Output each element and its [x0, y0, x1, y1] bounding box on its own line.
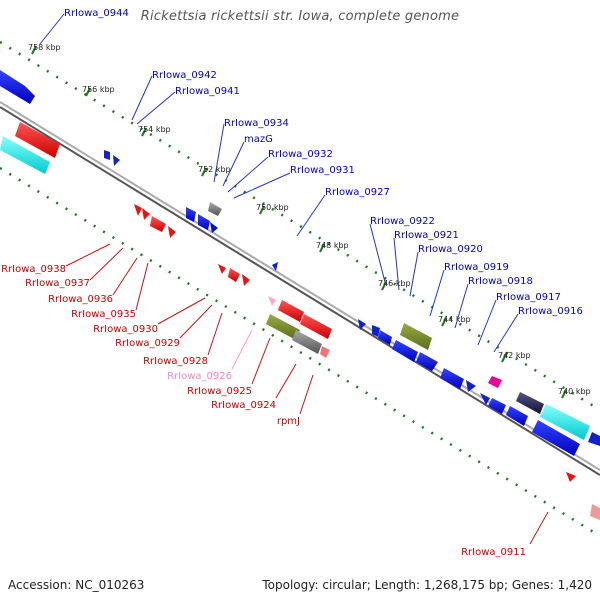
- gene-label: RrIowa_0942: [152, 70, 217, 81]
- gene-arrow: [372, 325, 380, 337]
- accession-label: Accession: NC_010263: [8, 578, 145, 592]
- tick-mark: [259, 205, 265, 215]
- gene-arrow: [198, 214, 210, 230]
- gene-arrow: [300, 314, 332, 339]
- gene-arrow: [186, 207, 196, 222]
- tick-label: 754 kbp: [138, 125, 171, 134]
- gene-arrow: [150, 216, 166, 232]
- gene-arrow: [320, 346, 330, 358]
- gene-label: RrIowa_0931: [290, 165, 355, 176]
- scale-ticks: 758 kbp 756 kbp 754 kbp 752 kbp 750 kbp 748 k…: [28, 43, 591, 399]
- gene-arrow: [210, 222, 218, 233]
- tick-label: 744 kbp: [438, 315, 471, 324]
- gene-arrow: [590, 504, 600, 520]
- gene-arrow: [516, 392, 544, 414]
- gene-label: RrIowa_0941: [175, 86, 240, 97]
- gene-label: RrIowa_0911: [461, 547, 526, 558]
- gene-arrow: [392, 340, 418, 362]
- tick-label: 758 kbp: [28, 43, 61, 52]
- gene-label: RrIowa_0921: [394, 230, 459, 241]
- gene-label: RrIowa_0926: [167, 371, 232, 382]
- forward-genes-outer: [0, 70, 600, 456]
- gene-arrow: [416, 352, 438, 371]
- gene-arrow: [506, 406, 528, 426]
- tick-mark: [85, 87, 91, 97]
- gene-arrow: [358, 319, 366, 330]
- gene-arrow: [134, 204, 142, 216]
- tick-mark: [501, 353, 507, 363]
- gene-arrow: [440, 368, 464, 389]
- gene-label: RrIowa_0916: [518, 306, 583, 317]
- gene-label: RrIowa_0937: [25, 278, 90, 289]
- gene-arrow: [208, 202, 222, 216]
- tick-mark: [319, 243, 325, 253]
- gene-arrow: [292, 330, 322, 354]
- tick-label: 752 kbp: [198, 165, 231, 174]
- tick-label: 740 kbp: [558, 387, 591, 396]
- tick-mark: [31, 45, 37, 55]
- gene-arrow: [566, 472, 576, 482]
- gene-label: RrIowa_0935: [71, 309, 136, 320]
- gene-label: RrIowa_0934: [224, 118, 289, 129]
- forward-gene-labels: RrIowa_0944RrIowa_0942RrIowa_0941RrIowa_…: [64, 8, 583, 317]
- tick-mark: [381, 281, 387, 291]
- gene-arrow: [532, 420, 580, 456]
- gene-label: RrIowa_0919: [444, 262, 509, 273]
- page-title: Rickettsia rickettsii str. Iowa, complet…: [140, 9, 460, 24]
- gene-arrow: [104, 150, 110, 160]
- gene-arrow: [488, 398, 506, 414]
- tick-mark: [141, 127, 147, 137]
- tick-label: 756 kbp: [82, 85, 115, 94]
- gene-arrow: [266, 314, 300, 340]
- gene-arrow: [278, 300, 304, 322]
- gene-arrow: [113, 155, 120, 166]
- gene-arrow: [218, 264, 226, 274]
- tick-mark: [561, 389, 567, 399]
- gene-arrow: [400, 323, 432, 350]
- gene-label: RrIowa_0932: [268, 149, 333, 160]
- tick-label: 748 kbp: [316, 241, 349, 250]
- gene-arrow: [488, 376, 502, 388]
- gene-arrow: [466, 380, 476, 392]
- tick-label: 750 kbp: [256, 203, 289, 212]
- gene-arrow: [15, 122, 60, 158]
- gene-arrow: [142, 208, 150, 220]
- tick-mark: [201, 167, 207, 177]
- gene-label: RrIowa_0944: [64, 8, 129, 19]
- tick-mark: [441, 317, 447, 327]
- gene-arrow: [378, 330, 392, 345]
- gene-arrow: [272, 262, 278, 271]
- gene-label: RrIowa_0928: [143, 356, 208, 367]
- tick-label: 746 kbp: [378, 279, 411, 288]
- gene-label: mazG: [244, 134, 273, 145]
- gene-label: RrIowa_0922: [370, 216, 435, 227]
- tick-label: 742 kbp: [498, 351, 531, 360]
- gene-arrow: [0, 70, 35, 104]
- gene-label: RrIowa_0930: [93, 324, 158, 335]
- gene-label: RrIowa_0929: [115, 338, 180, 349]
- gene-label: RrIowa_0938: [1, 264, 66, 275]
- gene-arrow: [0, 136, 50, 174]
- gene-label: RrIowa_0917: [496, 292, 561, 303]
- gene-label: RrIowa_0924: [211, 400, 276, 411]
- reverse-genes: [0, 122, 600, 520]
- gene-label: RrIowa_0936: [48, 294, 113, 305]
- gene-label: RrIowa_0920: [418, 244, 483, 255]
- gene-label: RrIowa_0927: [325, 187, 390, 198]
- gene-arrow: [228, 268, 240, 282]
- genome-summary: Topology: circular; Length: 1,268,175 bp…: [262, 578, 592, 592]
- gene-arrow: [480, 393, 490, 405]
- gene-arrow: [540, 404, 590, 440]
- label-leaders: [39, 13, 549, 545]
- gene-label: RrIowa_0925: [187, 386, 252, 397]
- gene-label: RrIowa_0918: [468, 276, 533, 287]
- reverse-gene-labels: RrIowa_0938RrIowa_0937RrIowa_0936RrIowa_…: [1, 264, 526, 558]
- gene-arrow: [588, 432, 600, 446]
- gene-arrow: [242, 274, 250, 286]
- gene-label: rpmJ: [277, 416, 300, 427]
- gene-arrow: [168, 226, 176, 238]
- gene-arrow: [268, 296, 276, 306]
